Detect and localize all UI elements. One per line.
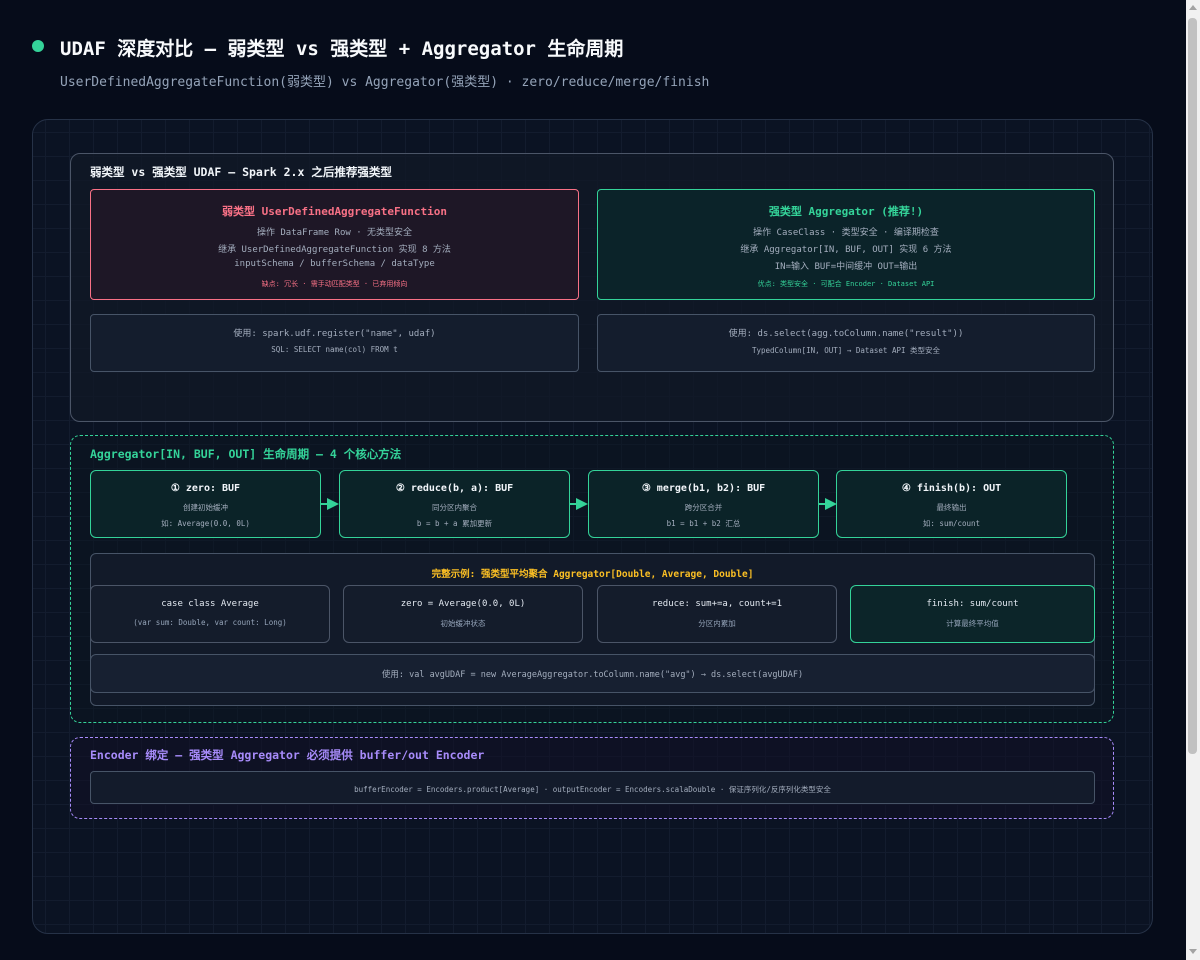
arrow-icon [570, 498, 588, 510]
example-usage-text: 使用: val avgUDAF = new AverageAggregator.… [381, 670, 804, 680]
weak-type-card: 弱类型 UserDefinedAggregateFunction 操作 Data… [90, 189, 579, 300]
example-box-desc: 初始缓冲状态 [440, 619, 486, 628]
strong-type-line1: 操作 CaseClass · 类型安全 · 编译期检查 [753, 228, 939, 238]
example-box-desc: (var sum: Double, var count: Long) [133, 618, 287, 627]
page-title: UDAF 深度对比 — 弱类型 vs 强类型 + Aggregator 生命周期 [60, 38, 624, 60]
weak-type-title: 弱类型 UserDefinedAggregateFunction [221, 205, 448, 218]
encoder-box: bufferEncoder = Encoders.product[Average… [90, 771, 1095, 804]
lifecycle-step-finish: ④ finish(b): OUT 最终输出 如: sum/count [836, 470, 1067, 538]
step-zero-title: ① zero: BUF [170, 483, 241, 494]
lifecycle-step-zero: ① zero: BUF 创建初始缓冲 如: Average(0.0, 0L) [90, 470, 321, 538]
status-dot [32, 40, 44, 52]
example-box-reduce: reduce: sum+=a, count+=1 分区内累加 [597, 585, 837, 643]
strong-type-note: 优点: 类型安全 · 可配合 Encoder · Dataset API [757, 280, 935, 288]
step-merge-detail: b1 = b1 + b2 汇总 [666, 519, 741, 528]
lifecycle-title: Aggregator[IN, BUF, OUT] 生命周期 — 4 个核心方法 [90, 447, 402, 461]
strong-type-line3: IN=输入 BUF=中间缓冲 OUT=输出 [774, 262, 918, 272]
scroll-up-icon[interactable] [1189, 5, 1197, 10]
example-box-case-class: case class Average (var sum: Double, var… [90, 585, 330, 643]
example-title: 完整示例: 强类型平均聚合 Aggregator[Double, Average… [431, 569, 754, 580]
scrollbar-thumb[interactable] [1188, 18, 1197, 754]
step-finish-detail: 如: sum/count [922, 519, 981, 528]
page-subtitle: UserDefinedAggregateFunction(弱类型) vs Agg… [60, 75, 710, 90]
example-box-zero: zero = Average(0.0, 0L) 初始缓冲状态 [343, 585, 583, 643]
weak-usage-card: 使用: spark.udf.register("name", udaf) SQL… [90, 314, 579, 372]
step-finish-title: ④ finish(b): OUT [901, 483, 1002, 494]
step-reduce-detail: b = b + a 累加更新 [416, 519, 493, 528]
step-zero-detail: 如: Average(0.0, 0L) [161, 519, 250, 528]
strong-type-card: 强类型 Aggregator (推荐!) 操作 CaseClass · 类型安全… [597, 189, 1095, 300]
strong-usage-card: 使用: ds.select(agg.toColumn.name("result"… [597, 314, 1095, 372]
step-merge-desc: 跨分区合并 [684, 503, 723, 512]
arrow-icon [321, 498, 339, 510]
strong-type-title: 强类型 Aggregator (推荐!) [768, 205, 924, 218]
example-box-title: reduce: sum+=a, count+=1 [651, 599, 783, 609]
example-box-finish: finish: sum/count 计算最终平均值 [850, 585, 1095, 643]
encoder-text: bufferEncoder = Encoders.product[Average… [354, 785, 831, 794]
example-box-desc: 计算最终平均值 [946, 619, 999, 628]
weak-usage-line2: SQL: SELECT name(col) FROM t [271, 345, 398, 354]
weak-type-note: 缺点: 冗长 · 需手动匹配类型 · 已弃用倾向 [261, 280, 408, 288]
weak-usage-line1: 使用: spark.udf.register("name", udaf) [233, 329, 436, 339]
step-merge-title: ③ merge(b1, b2): BUF [641, 483, 766, 494]
strong-usage-line2: TypedColumn[IN, OUT] → Dataset API 类型安全 [751, 346, 941, 355]
example-usage: 使用: val avgUDAF = new AverageAggregator.… [90, 654, 1095, 693]
strong-usage-line1: 使用: ds.select(agg.toColumn.name("result"… [728, 329, 964, 339]
step-finish-desc: 最终输出 [936, 503, 967, 512]
comparison-title: 弱类型 vs 强类型 UDAF — Spark 2.x 之后推荐强类型 [90, 165, 392, 179]
strong-type-line2: 继承 Aggregator[IN, BUF, OUT] 实现 6 方法 [740, 245, 952, 255]
step-reduce-desc: 同分区内聚合 [432, 503, 477, 512]
example-box-title: finish: sum/count [926, 599, 1019, 609]
step-reduce-title: ② reduce(b, a): BUF [395, 483, 514, 494]
scroll-down-icon[interactable] [1189, 949, 1197, 954]
encoder-title: Encoder 绑定 — 强类型 Aggregator 必须提供 buffer/… [90, 748, 485, 762]
weak-type-line3: inputSchema / bufferSchema / dataType [234, 259, 435, 269]
weak-type-line2: 继承 UserDefinedAggregateFunction 实现 8 方法 [218, 245, 451, 255]
weak-type-line1: 操作 DataFrame Row · 无类型安全 [256, 228, 413, 238]
arrow-icon [819, 498, 837, 510]
lifecycle-step-merge: ③ merge(b1, b2): BUF 跨分区合并 b1 = b1 + b2 … [588, 470, 819, 538]
example-box-title: zero = Average(0.0, 0L) [400, 599, 526, 609]
example-box-title: case class Average [161, 599, 259, 609]
step-zero-desc: 创建初始缓冲 [183, 503, 228, 512]
lifecycle-step-reduce: ② reduce(b, a): BUF 同分区内聚合 b = b + a 累加更… [339, 470, 570, 538]
example-box-desc: 分区内累加 [698, 619, 736, 628]
